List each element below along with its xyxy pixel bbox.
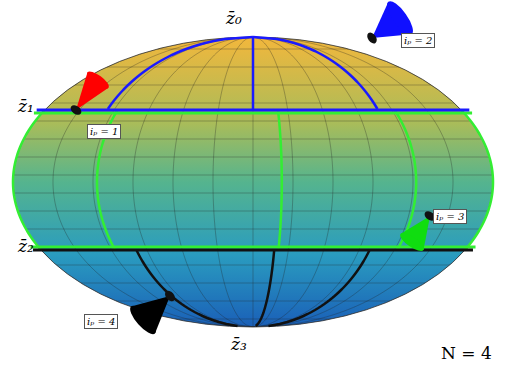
region-border [253,37,377,109]
level-label: z̄₂ [18,236,34,256]
cone-index-box: iₚ = 2 [401,33,435,48]
region-border [13,110,45,250]
band-boundary [33,249,473,252]
cone-index-box: iₚ = 4 [84,314,118,329]
cone [69,69,111,117]
cone-index-box: iₚ = 1 [87,124,121,139]
region-border [461,110,493,250]
region-border [268,250,369,326]
cone-index: iₚ = 1 [90,126,118,137]
sphere-fill [13,37,493,327]
cone [126,289,177,338]
band-boundary [34,112,472,115]
level-label: z̄₀ [226,8,242,28]
cone [398,209,438,254]
cone-index: iₚ = 3 [436,211,464,222]
cone-index: iₚ = 4 [87,316,115,327]
cone-index: iₚ = 2 [404,35,432,46]
cone-index-box: iₚ = 3 [433,209,467,224]
region-border [256,250,274,326]
count-label: N = 4 [441,343,492,363]
level-label: z̄₁ [18,96,34,116]
band-boundary [37,109,470,112]
region-border [278,110,282,250]
region-border [108,37,253,109]
region-border [252,37,255,109]
level-label: z̄₃ [231,334,247,354]
band-boundary [30,246,475,249]
